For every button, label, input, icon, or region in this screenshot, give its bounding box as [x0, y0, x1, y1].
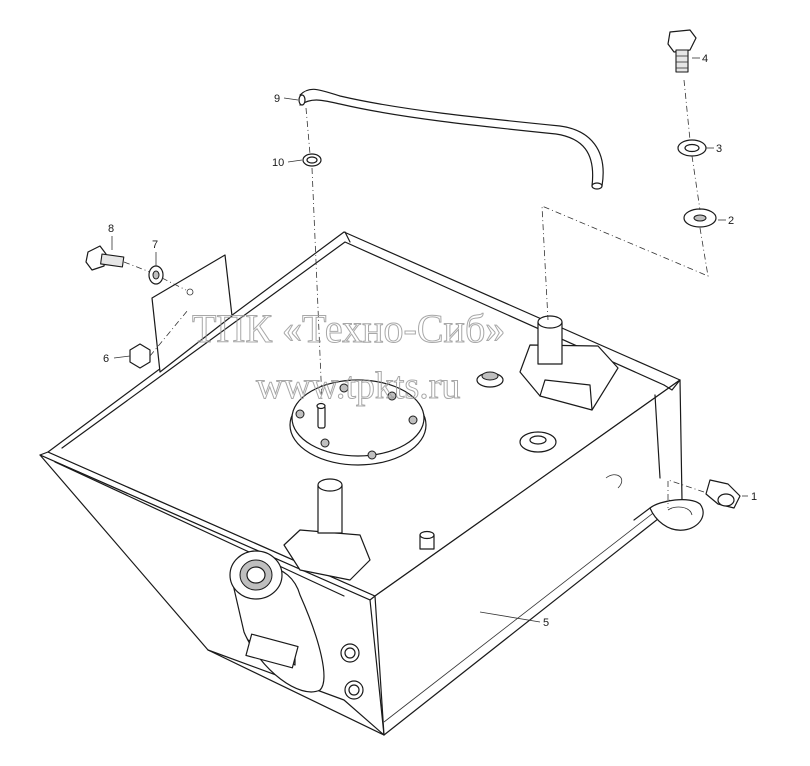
assembly-lines: [123, 79, 709, 508]
callout-3: 3: [716, 143, 722, 155]
spring-washer: [677, 139, 707, 157]
drain-stub: [419, 530, 435, 550]
vent-plug: [476, 371, 504, 388]
mounting-bracket: [151, 254, 233, 373]
callout-10: 10: [272, 157, 284, 169]
rear-pipe-fitting: [519, 315, 619, 411]
hose-clamp: [302, 153, 322, 167]
front-pipe-fitting: [283, 478, 371, 581]
vent-hose: [298, 88, 604, 190]
rear-strap-bracket: [605, 474, 704, 531]
washer-left: [148, 265, 164, 285]
callout-2: 2: [728, 215, 734, 227]
band-clamp: [705, 479, 741, 509]
callout-labels: 1 2 3 4 5 6 7 8 9 10: [103, 53, 757, 629]
watermark: ТПК «Техно-Сиб» www.tpkts.ru: [192, 306, 506, 408]
callout-7: 7: [152, 239, 158, 251]
watermark-company: ТПК «Техно-Сиб»: [192, 306, 505, 351]
callout-9: 9: [274, 93, 280, 105]
leader-lines: [111, 57, 748, 623]
callout-8: 8: [108, 223, 114, 235]
nut-left: [129, 343, 151, 369]
side-ports: [340, 643, 364, 700]
filler-neck: [229, 550, 325, 693]
bolt-left: [85, 245, 125, 271]
callout-1: 1: [751, 491, 757, 503]
gauge-port: [519, 431, 557, 453]
callout-4: 4: [702, 53, 708, 65]
bolt-top: [667, 29, 697, 73]
callout-6: 6: [103, 353, 109, 365]
watermark-url: www.tpkts.ru: [256, 365, 460, 407]
sender-flange: [289, 379, 427, 466]
flat-washer: [683, 208, 717, 228]
callout-5: 5: [543, 617, 549, 629]
